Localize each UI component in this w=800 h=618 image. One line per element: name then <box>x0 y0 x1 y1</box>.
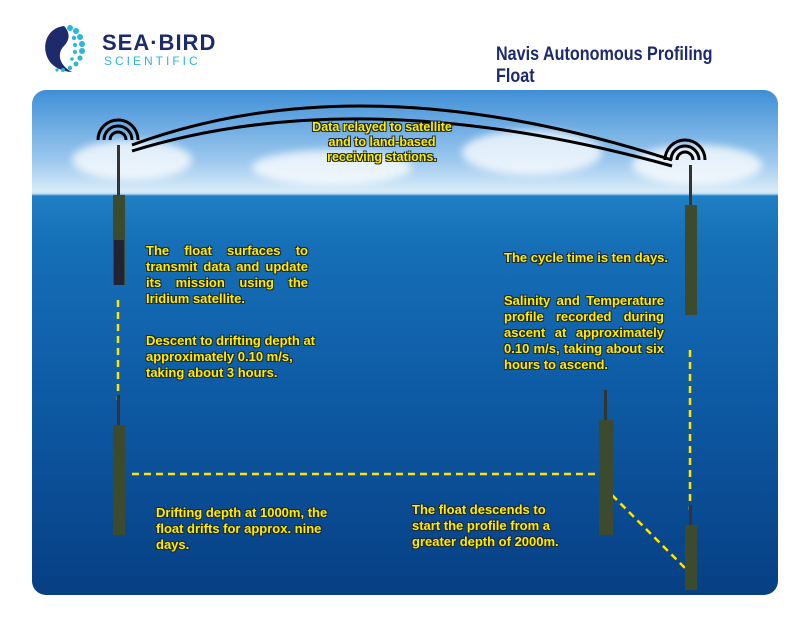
relay-arc <box>131 104 673 162</box>
float-ascending <box>599 390 613 535</box>
label-descend-deep: The float descends to start the profile … <box>412 502 559 549</box>
diagram-lines <box>96 104 707 571</box>
float-surface-left <box>113 145 125 285</box>
label-relay: Data relayed to satellite and to land-ba… <box>312 120 452 164</box>
relay-arc <box>131 117 673 168</box>
label-descent: Descent to drifting depth at approximate… <box>146 333 315 380</box>
page-title: Navis Autonomous Profiling Float <box>496 44 713 87</box>
float-surface-right <box>685 165 697 315</box>
signal-icon <box>96 118 707 161</box>
float-path-dashed <box>116 300 692 571</box>
float-deep <box>685 505 697 590</box>
satellite-icon <box>352 90 462 104</box>
label-drift: Drifting depth at 1000m, the float drift… <box>156 505 328 552</box>
brand-name: SEA·BIRD <box>102 30 217 55</box>
sea-bird-logo-icon <box>45 25 85 72</box>
float-drifting <box>113 395 125 535</box>
label-surface: The float surfaces to transmit data and … <box>146 243 308 306</box>
label-cycle: The cycle time is ten days. <box>504 250 669 265</box>
ocean-scene: Data relayed to satellite and to land-ba… <box>32 90 778 595</box>
label-ascent: Salinity and Temperature profile recorde… <box>504 293 664 372</box>
brand-subtitle: SCIENTIFIC <box>104 54 201 68</box>
